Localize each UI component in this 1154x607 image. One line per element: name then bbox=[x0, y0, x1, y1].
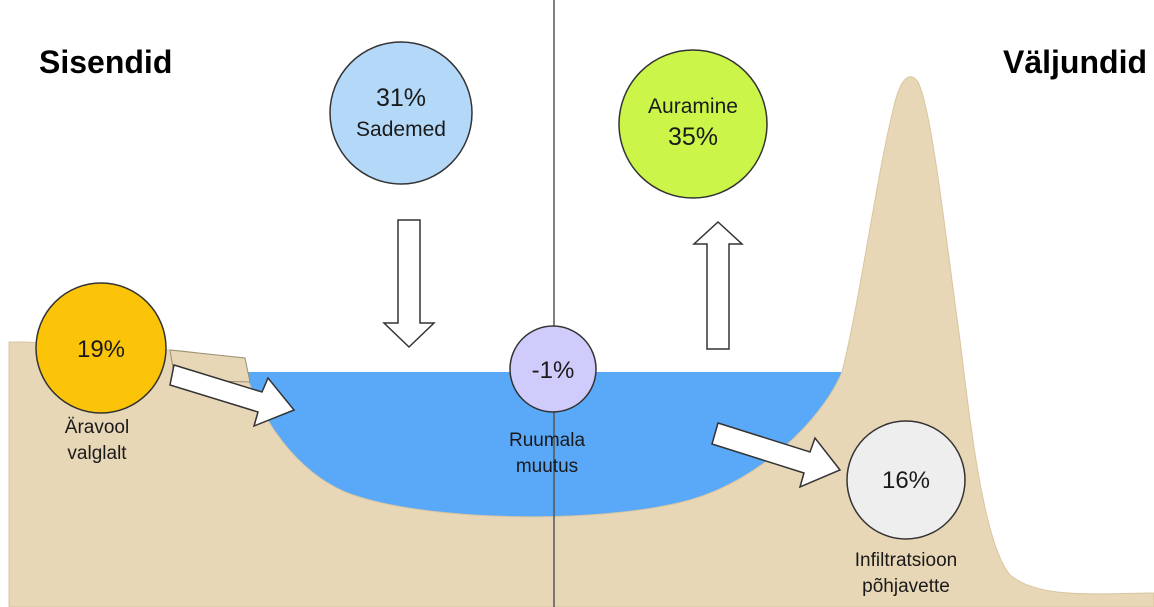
outputs-heading: Väljundid bbox=[1003, 44, 1147, 80]
evaporation-circle bbox=[618, 49, 768, 199]
volume-change-label-line2: muutus bbox=[516, 456, 578, 477]
precipitation-label: Sademed bbox=[356, 118, 446, 141]
up-arrow bbox=[692, 220, 744, 350]
precipitation-circle bbox=[329, 41, 473, 185]
runoff-label-line2: valglalt bbox=[67, 443, 127, 464]
lake-water bbox=[245, 372, 842, 517]
runoff-label-line1: Äravool bbox=[65, 417, 129, 438]
infiltration-circle bbox=[846, 420, 966, 540]
runoff-circle bbox=[35, 282, 167, 414]
volume-change-label-line1: Ruumala bbox=[509, 430, 585, 451]
infiltration-arrow bbox=[711, 422, 842, 489]
precipitation-percent: 31% bbox=[376, 84, 426, 112]
evaporation-label: Auramine bbox=[648, 95, 738, 118]
volume-change-circle bbox=[509, 325, 597, 413]
infiltration-percent: 16% bbox=[882, 467, 930, 494]
down-arrow bbox=[382, 219, 436, 349]
evaporation-percent: 35% bbox=[668, 123, 718, 151]
infiltration-label-line1: Infiltratsioon bbox=[855, 550, 957, 571]
inputs-heading: Sisendid bbox=[39, 44, 172, 80]
runoff-arrow bbox=[169, 364, 296, 428]
volume-change-percent: -1% bbox=[532, 357, 575, 384]
infiltration-label-line2: põhjavette bbox=[862, 576, 950, 597]
runoff-percent: 19% bbox=[77, 336, 125, 363]
